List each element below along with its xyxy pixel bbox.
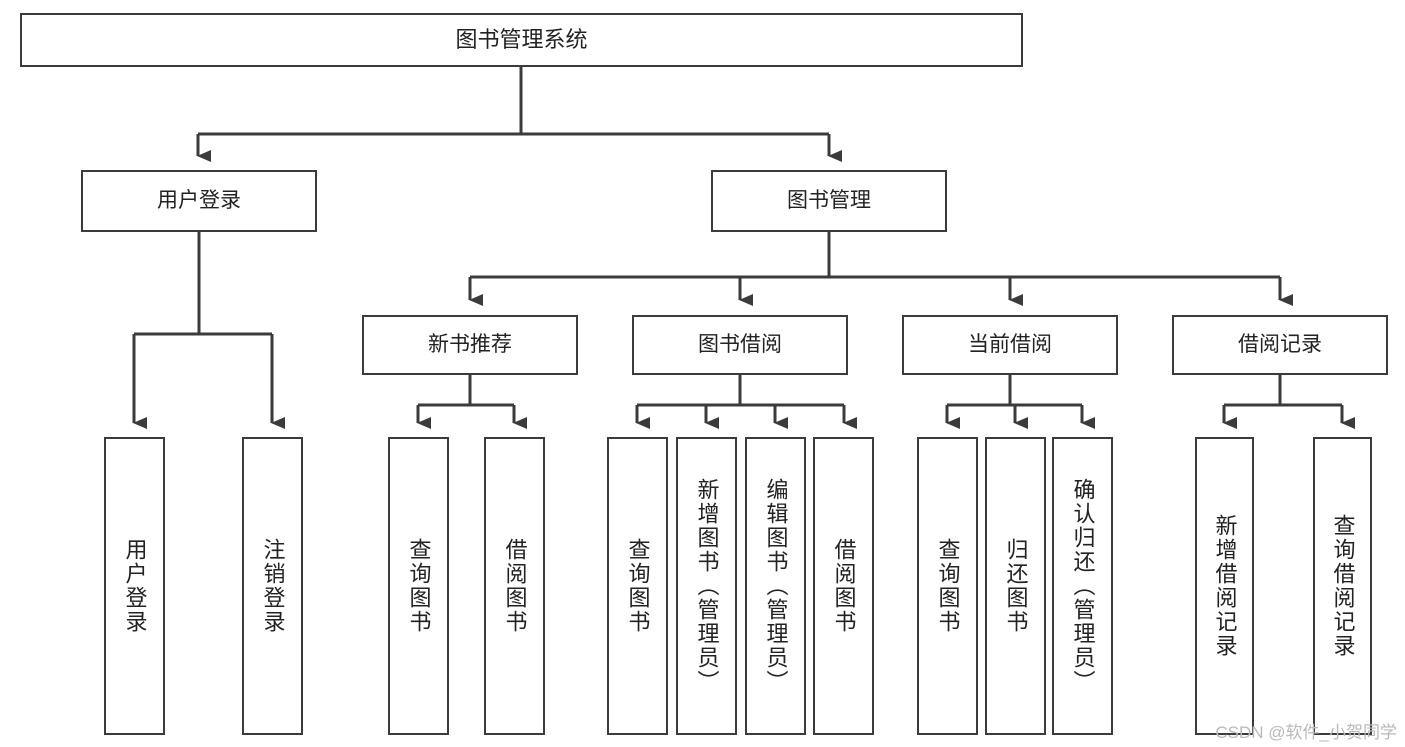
node-borrow-record-label: 借阅记录 [1238,332,1322,356]
leaf-node-label: 新增借阅记录 [1212,514,1238,658]
leaf-node[interactable]: 新增借阅记录 [1195,437,1254,735]
leaf-node-label: 编辑图书（管理员） [763,478,789,694]
node-user-login-label: 用户登录 [157,188,241,212]
node-new-book-recommend-label: 新书推荐 [428,332,512,356]
node-current-borrow-label: 当前借阅 [968,332,1052,356]
leaf-node-label: 查询图书 [625,538,651,634]
node-current-borrow[interactable]: 当前借阅 [902,315,1118,375]
leaf-node-label: 查询图书 [406,538,432,634]
node-book-management-label: 图书管理 [787,188,871,212]
leaf-node[interactable]: 查询图书 [607,437,668,735]
leaf-node[interactable]: 归还图书 [985,437,1046,735]
leaf-node-label: 查询图书 [935,538,961,634]
leaf-node-label: 查询借阅记录 [1330,514,1356,658]
leaf-node[interactable]: 新增图书（管理员） [676,437,737,735]
node-root[interactable]: 图书管理系统 [20,13,1023,67]
watermark: CSDN @软件_小贺同学 [1215,723,1397,742]
leaf-node-label: 新增图书（管理员） [694,478,720,694]
leaf-node[interactable]: 编辑图书（管理员） [745,437,806,735]
leaf-node-label: 归还图书 [1003,538,1029,634]
leaf-node-label: 用户登录 [122,538,148,634]
leaf-node-label: 确认归还（管理员） [1070,478,1096,694]
leaf-node-label: 借阅图书 [502,538,528,634]
leaf-node[interactable]: 查询借阅记录 [1313,437,1372,735]
node-borrow-record[interactable]: 借阅记录 [1172,315,1388,375]
node-book-borrow[interactable]: 图书借阅 [632,315,848,375]
leaf-node[interactable]: 查询图书 [917,437,978,735]
leaf-node[interactable]: 借阅图书 [813,437,874,735]
leaf-node-label: 借阅图书 [831,538,857,634]
leaf-node[interactable]: 用户登录 [104,437,165,735]
node-book-management[interactable]: 图书管理 [711,170,947,232]
leaf-node[interactable]: 查询图书 [388,437,449,735]
node-new-book-recommend[interactable]: 新书推荐 [362,315,578,375]
node-root-label: 图书管理系统 [455,27,588,53]
node-book-borrow-label: 图书借阅 [698,332,782,356]
leaf-node-label: 注销登录 [260,538,286,634]
leaf-node[interactable]: 注销登录 [242,437,303,735]
leaf-node[interactable]: 借阅图书 [484,437,545,735]
leaf-node[interactable]: 确认归还（管理员） [1052,437,1113,735]
node-user-login[interactable]: 用户登录 [81,170,317,232]
